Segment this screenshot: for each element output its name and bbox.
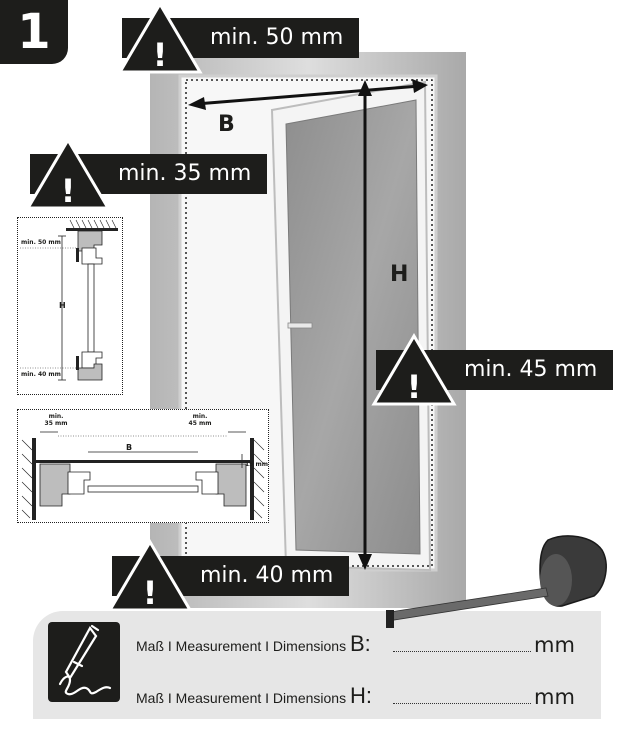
horizontal-section-drawing bbox=[21, 431, 265, 520]
warning-left: ! min. 35 mm bbox=[25, 137, 268, 210]
measurement-panel bbox=[33, 611, 601, 719]
warning-triangle-icon: ! bbox=[107, 539, 193, 612]
vertical-section-height-label: H bbox=[59, 301, 66, 310]
horizontal-section-depth-label: 15 mm bbox=[245, 461, 268, 468]
step-number-badge: 1 bbox=[0, 0, 68, 64]
measurement-row-h: Maß I Measurement I Dimensions H: bbox=[136, 683, 372, 709]
svg-text:!: ! bbox=[61, 172, 76, 210]
warning-triangle-icon: ! bbox=[25, 137, 111, 210]
measurement-row-b-letter: B: bbox=[349, 631, 371, 656]
warning-bottom: ! min. 40 mm bbox=[107, 539, 350, 612]
warning-left-text: min. 35 mm bbox=[118, 161, 252, 186]
window-illustration bbox=[150, 52, 466, 608]
horizontal-section-inset: min. 35 mm min. 45 mm B 15 mm bbox=[17, 409, 269, 523]
tape-measure-icon bbox=[386, 535, 607, 628]
measurement-b-field[interactable] bbox=[393, 651, 531, 652]
height-label-h: H bbox=[390, 262, 409, 287]
svg-text:!: ! bbox=[143, 574, 158, 612]
measurement-row-h-letter: H: bbox=[349, 683, 372, 708]
measurement-h-unit: mm bbox=[534, 685, 575, 709]
pen-icon-box bbox=[48, 622, 120, 702]
measurement-row-b-label: Maß I Measurement I Dimensions bbox=[136, 638, 347, 654]
horizontal-section-width-label: B bbox=[126, 443, 133, 452]
warning-triangle-icon: ! bbox=[117, 1, 203, 74]
measurement-b-unit: mm bbox=[534, 633, 575, 657]
warning-top-text: min. 50 mm bbox=[210, 25, 344, 50]
warning-right: ! min. 45 mm bbox=[371, 333, 614, 406]
warning-top: ! min. 50 mm bbox=[117, 1, 360, 74]
horizontal-section-left-label: min. 35 mm bbox=[44, 413, 68, 427]
vertical-section-inset: min. 50 mm H min. 40 mm bbox=[17, 217, 123, 395]
measurement-row-h-label: Maß I Measurement I Dimensions bbox=[136, 690, 347, 706]
measurement-h-field[interactable] bbox=[393, 703, 531, 704]
horizontal-section-right-label: min. 45 mm bbox=[188, 413, 212, 427]
vertical-section-top-label: min. 50 mm bbox=[21, 239, 61, 246]
width-label-b: B bbox=[218, 112, 235, 137]
measurement-row-b: Maß I Measurement I Dimensions B: bbox=[136, 631, 371, 657]
warning-right-text: min. 45 mm bbox=[464, 357, 598, 382]
warning-bottom-text: min. 40 mm bbox=[200, 563, 334, 588]
svg-text:!: ! bbox=[153, 36, 168, 74]
vertical-section-bottom-label: min. 40 mm bbox=[21, 371, 61, 378]
pen-icon bbox=[58, 624, 112, 696]
warning-triangle-icon: ! bbox=[371, 333, 457, 406]
svg-text:!: ! bbox=[407, 368, 422, 406]
vertical-section-drawing bbox=[20, 219, 118, 381]
